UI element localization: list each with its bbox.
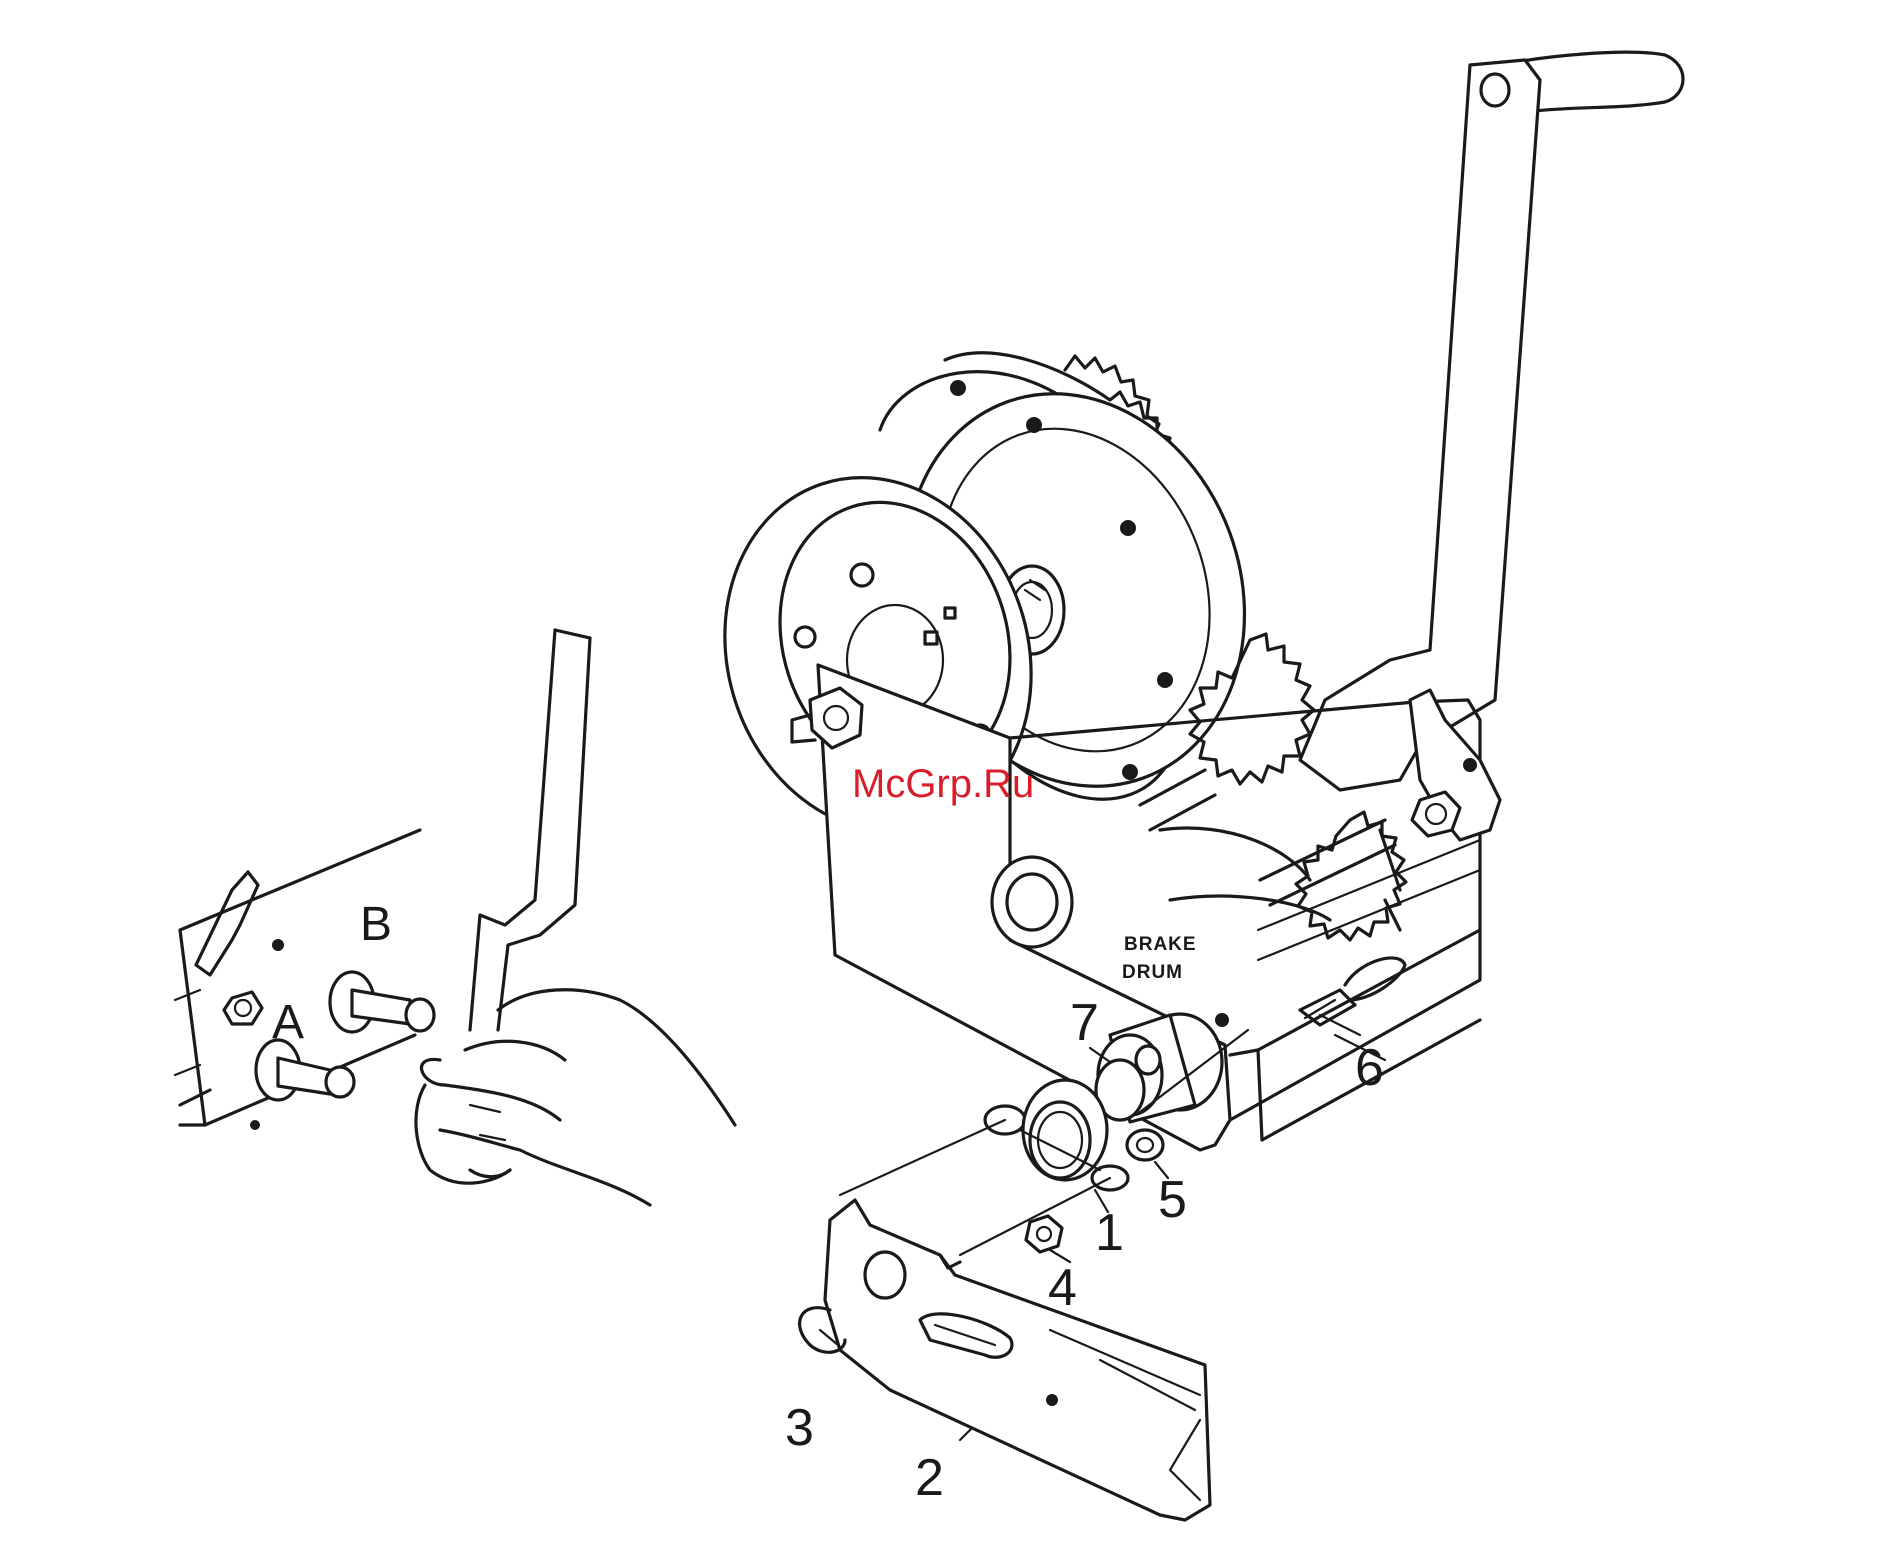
watermark: McGrp.Ru [852, 762, 1034, 806]
inset-assembly [175, 630, 735, 1205]
callout-7: 7 [1070, 994, 1099, 1052]
washer-5 [1127, 1130, 1163, 1160]
shaft-b [330, 972, 434, 1032]
brake-arm [825, 1200, 1210, 1520]
label-b: B [360, 898, 392, 951]
crank-handle [1300, 52, 1683, 790]
callout-3: 3 [785, 1399, 814, 1457]
callout-2: 2 [915, 1449, 944, 1507]
callout-5: 5 [1158, 1171, 1187, 1229]
inset-bolt [224, 992, 262, 1024]
nut-4 [1026, 1216, 1062, 1252]
hand-illustration [416, 990, 735, 1205]
brake-label-line2: DRUM [1122, 962, 1183, 983]
label-a: A [272, 996, 304, 1049]
winch-assembly [680, 52, 1683, 1520]
callout-4: 4 [1048, 1259, 1077, 1317]
brake-label-line1: BRAKE [1124, 934, 1197, 955]
shaft-a [256, 1040, 354, 1100]
callout-6: 6 [1355, 1039, 1384, 1097]
callout-1: 1 [1095, 1204, 1124, 1262]
